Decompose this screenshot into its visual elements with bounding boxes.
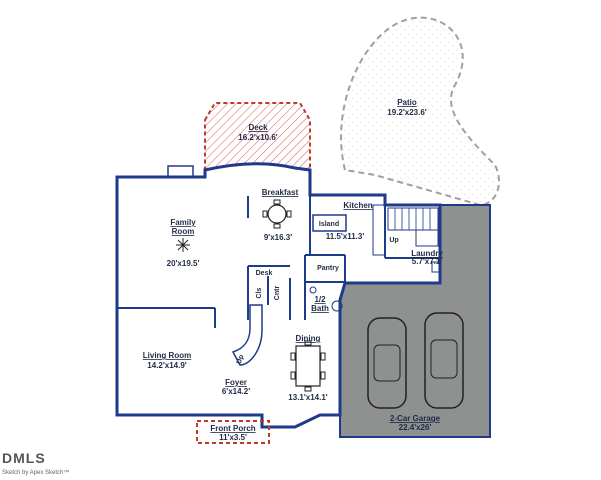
foyer-dims: 6'x14.2' [222,387,250,396]
half-bath-label-1: 1/2 [314,295,326,304]
stairs-up-label: Up [236,354,246,365]
foyer-label: Foyer [225,378,247,387]
breakfast-label: Breakfast [262,188,299,197]
dining-dims: 13.1'x14.1' [288,393,327,402]
living-room-label: Living Room [143,351,191,360]
family-room-dims: 20'x19.5' [167,259,200,268]
family-room-label-1: Family [170,218,196,227]
car-left [367,317,407,409]
deck-dims: 16.2'x10.6' [238,133,277,142]
bath-sink [309,286,317,294]
desk-label: Desk [256,270,273,277]
family-room-label-2: Room [172,227,195,236]
garage-label: 2-Car Garage [390,414,441,423]
deck-label: Deck [248,123,268,132]
front-porch-area [196,420,270,444]
island-label: Island [319,221,339,228]
laundry-dims: 5.7'x7.1' [412,257,443,266]
patio-label: Patio [397,98,417,107]
dining-label: Dining [296,334,321,343]
dining-table [290,340,326,392]
kitchen-up-label: Up [389,237,398,244]
kitchen-stairs [387,207,439,231]
car-right [424,312,464,409]
toilet [331,300,343,312]
kitchen-dims: 11.5'x11.3' [326,232,365,241]
patio-dims: 19.2'x23.6' [387,108,426,117]
main-staircase [231,304,263,366]
front-porch-dims: 11'x3.5' [219,433,247,442]
kitchen-label: Kitchen [343,201,372,210]
laundry-panel [431,261,441,273]
breakfast-table [262,199,292,229]
patio-area [340,16,500,207]
laundry-sink [415,229,439,247]
half-bath-label-2: Bath [311,304,329,313]
sketch-credit: Sketch by Apex Sketch™ [2,470,70,476]
kitchen-counter [372,204,386,256]
garage-dims: 22.4'x26' [399,423,432,432]
laundry-label: Laundry [411,249,443,258]
pantry-label: Pantry [317,265,339,272]
living-room-dims: 14.2'x14.9' [147,361,186,370]
mls-logo: DMLS [2,450,46,466]
breakfast-dims: 9'x16.3' [264,233,292,242]
ceiling-fan-icon [176,238,190,252]
kitchen-island [312,214,347,232]
house-outline [115,162,442,429]
counter-label: Cntr [274,286,281,301]
front-porch-label: Front Porch [210,424,255,433]
kitchen-stair-treads [394,208,431,230]
closet-label: Cls [256,287,263,298]
